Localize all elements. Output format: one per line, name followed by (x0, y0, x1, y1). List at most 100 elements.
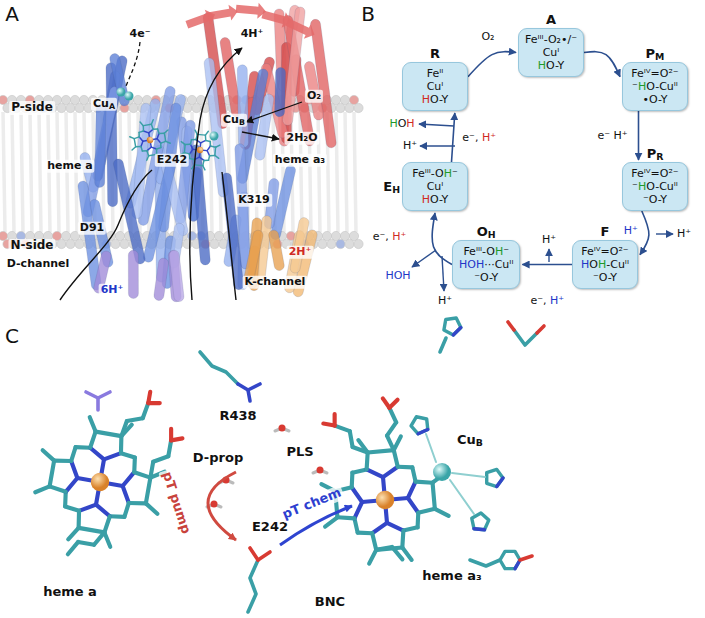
text-run: K-channel (245, 275, 306, 288)
bond-stick (156, 148, 161, 149)
bond-stick (68, 461, 80, 478)
bond-stick (50, 461, 55, 487)
subscript-run: H (392, 184, 400, 195)
iron-atom (375, 490, 395, 510)
residue-sticks (440, 338, 446, 352)
state-box: EHFeᴵᴵᴵ-OH⁻CuᴵHO-Y (402, 162, 468, 211)
text-run: Feᴵⱽ=O²⁻ (631, 167, 678, 180)
lipid-tail (39, 112, 41, 232)
state-text: Feᴵᴵᴵ-OH⁻ (459, 245, 513, 258)
text-run: O-Y (430, 93, 448, 106)
text-run: D91 (80, 221, 104, 234)
bond-stick (398, 465, 413, 468)
k-channel-path (222, 172, 236, 300)
active-site-panel (26, 318, 544, 612)
protein-helix (268, 229, 285, 271)
cycle-arrow (638, 111, 640, 160)
state-box: PMFeᴵⱽ=O²⁻⁻HO-Cuᴵᴵ•O-Y (622, 62, 688, 111)
text-run: R438 (219, 408, 256, 423)
state-text: HO-Y (409, 93, 461, 106)
text-run: ⁻O-Y (474, 271, 498, 284)
text-run: ⁻ (503, 245, 509, 258)
nitrogen-sticks (453, 328, 461, 335)
bond-stick (216, 145, 220, 148)
bond-stick (143, 126, 145, 131)
lipid-tail (354, 112, 356, 232)
protein-helix (169, 250, 185, 302)
residue-sticks (470, 560, 500, 566)
bond-stick (143, 403, 149, 419)
lipid-head (66, 103, 75, 112)
lipid-head (192, 103, 201, 112)
lipid-head (336, 239, 345, 248)
figure-label: 2H⁺ (287, 246, 314, 259)
cycle-arrow (522, 264, 572, 266)
lipid-head (57, 103, 66, 112)
text-run: H (581, 258, 589, 271)
bond-stick (389, 400, 398, 408)
bond-stick (146, 478, 151, 504)
panel-letter: C (3, 325, 21, 348)
bond-stick (132, 147, 136, 150)
cycle-arrow (432, 213, 452, 265)
bond-stick (171, 436, 182, 442)
cycle-arrow (468, 52, 516, 77)
figure-label: D-channel (5, 258, 72, 271)
figure-label: 4H⁺ (239, 28, 266, 41)
figure-label: K-channel (243, 276, 308, 289)
text-run: D-prop (193, 450, 243, 465)
protein-helix (237, 65, 248, 148)
state-text: ⁻HO-Cuᴵᴵ (629, 180, 681, 193)
figure-label: heme a₃ (273, 154, 327, 167)
state-text: HOH···Cuᴵᴵ (459, 258, 513, 271)
subscript-run: A (109, 102, 115, 111)
bond-stick (190, 144, 193, 149)
cycle-arrow (452, 113, 455, 162)
text-run: e⁻, (462, 130, 482, 143)
text-run: 2H⁺ (289, 245, 312, 258)
text-run: e⁻, (530, 293, 550, 306)
text-run: Cu (223, 113, 239, 126)
water-arrow (242, 132, 279, 139)
bond-stick (90, 431, 95, 448)
bond-stick (110, 514, 125, 518)
residue-sticks (520, 556, 532, 560)
figure-label: E242 (155, 154, 189, 167)
text-run: E242 (157, 153, 187, 166)
bond-stick (389, 407, 396, 423)
lipid-head (336, 103, 345, 112)
text-run: O-Y (546, 59, 564, 72)
state-text: Feᴵᴵ (409, 67, 461, 80)
lipid-tail (318, 112, 320, 232)
residue-sticks (537, 326, 544, 333)
lipid-head (354, 239, 363, 248)
lipid-head (57, 239, 66, 248)
figure-label: H⁺ (436, 295, 454, 308)
residue-sticks (514, 330, 537, 345)
text-run: A (5, 2, 19, 26)
bond-stick (214, 147, 216, 155)
state-text: •O-Y (629, 93, 681, 106)
text-run: Feᴵᴵ (427, 67, 444, 80)
bond-stick (87, 417, 97, 431)
lipid-head (111, 239, 120, 248)
figure-label: P-side (9, 101, 55, 115)
text-run: H (598, 258, 606, 271)
text-run: N-side (10, 238, 53, 252)
bond-stick (354, 518, 357, 533)
state-text: ⁻HO-Cuᴵᴵ (629, 80, 681, 93)
bond-stick (418, 509, 435, 513)
subscript-run: B (476, 437, 483, 448)
bond-stick (376, 548, 402, 550)
water-molecule (313, 467, 327, 474)
residue-sticks (248, 560, 258, 612)
bond-stick (166, 141, 170, 144)
figure-label: 6H⁺ (99, 284, 126, 297)
proton-out-arrow (548, 249, 549, 262)
copper-atom (117, 88, 126, 97)
text-run: H (422, 93, 430, 106)
figure-label: CuB (455, 433, 485, 448)
figure-label: H⁺ (540, 234, 558, 247)
state-text: HO-Y (409, 193, 461, 206)
protein-helix (112, 158, 146, 265)
